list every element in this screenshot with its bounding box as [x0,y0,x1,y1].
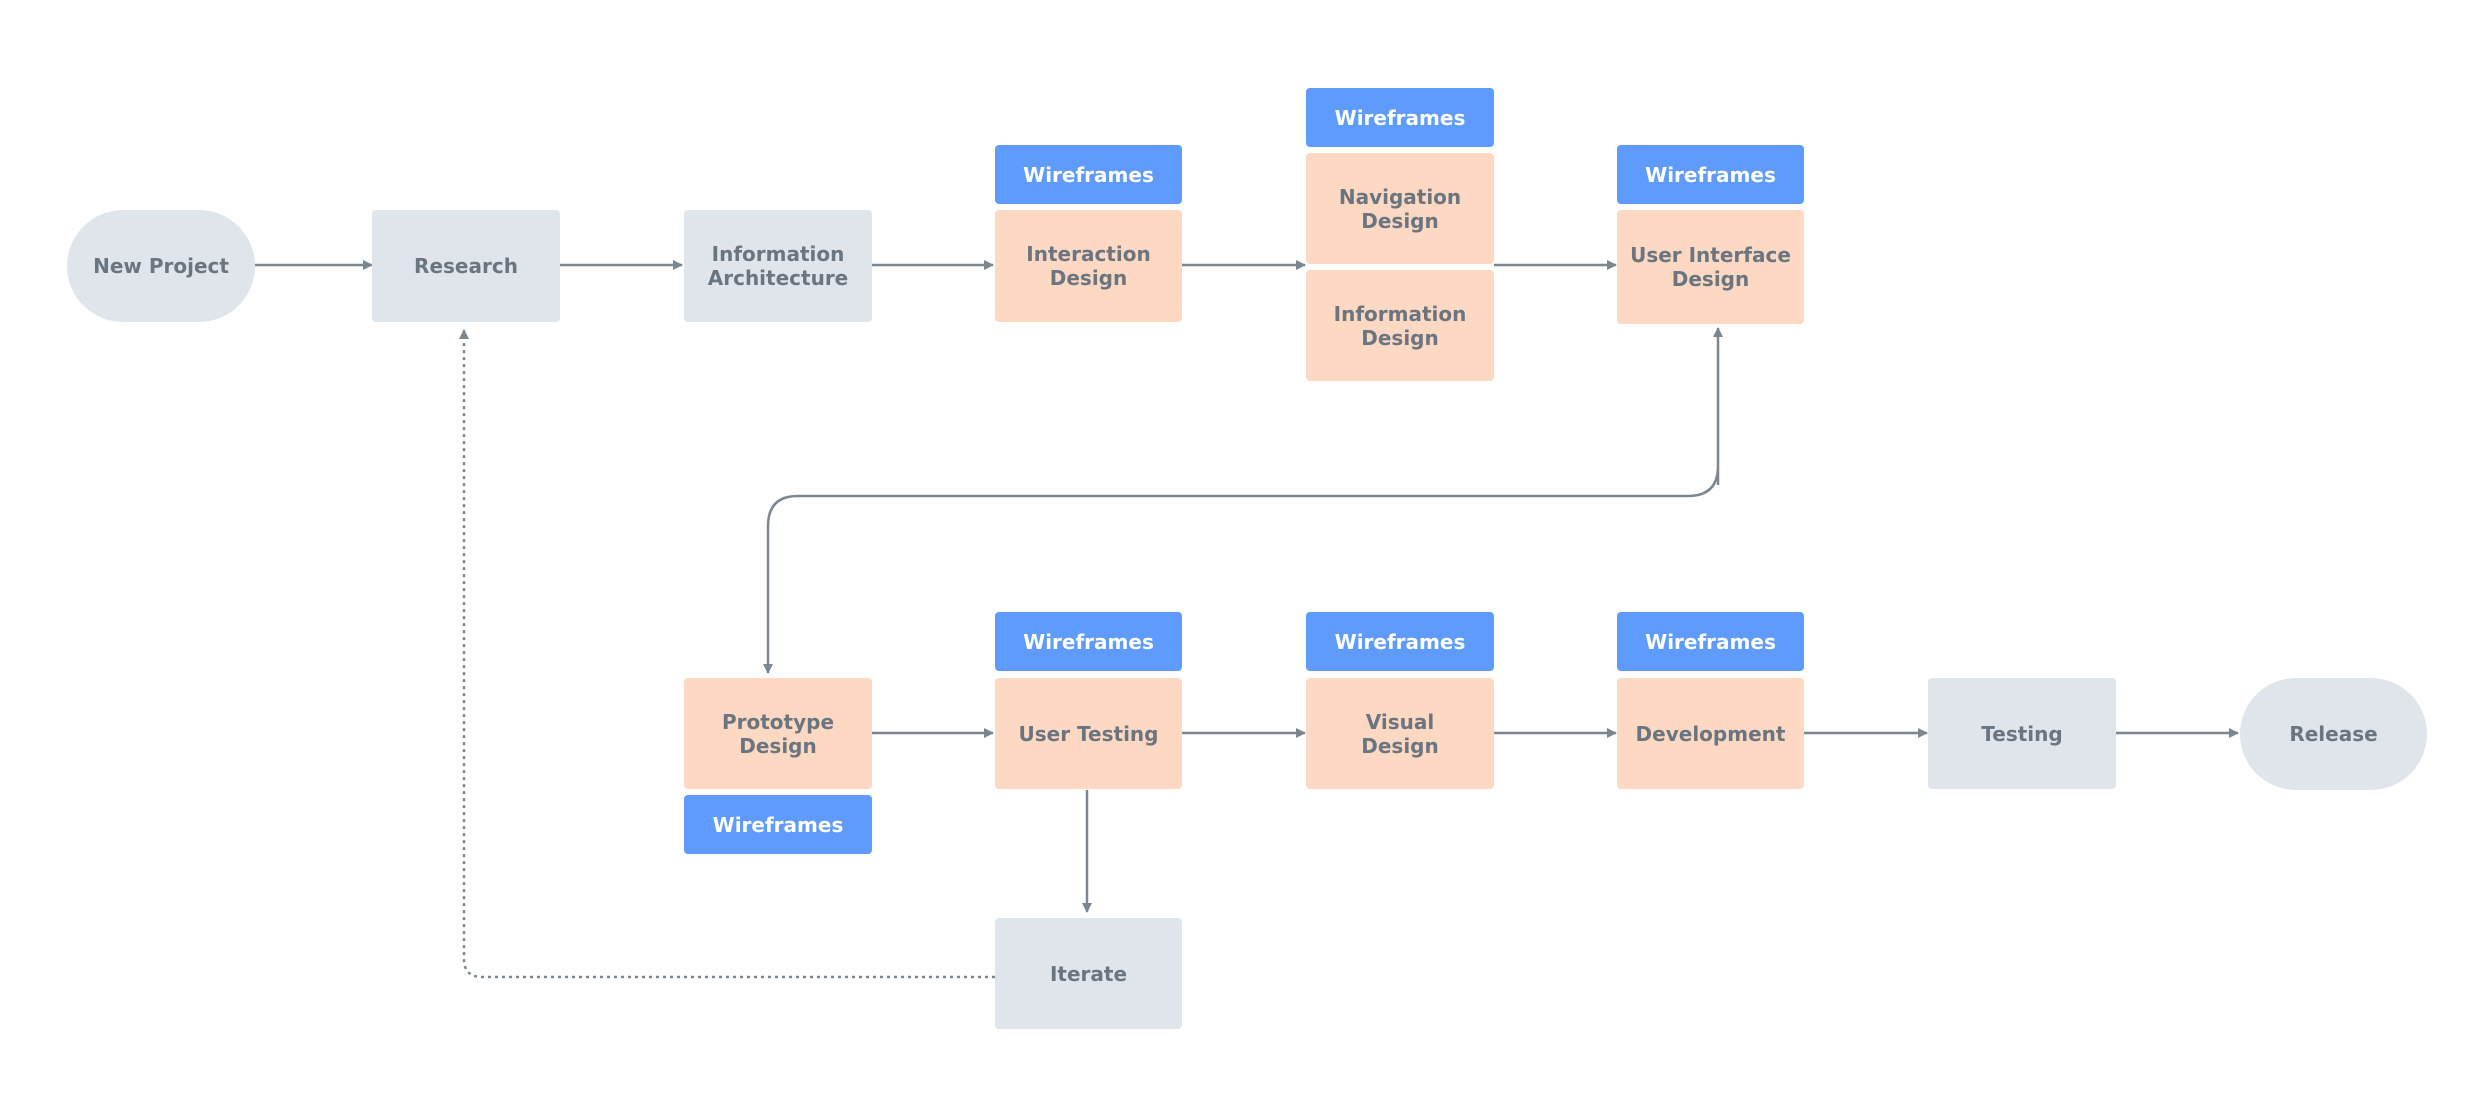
node-new-project: New Project [67,210,255,322]
wireframes-tag-prototype-design: Wireframes [684,795,872,854]
node-information-design: Information Design [1306,270,1494,381]
node-user-interface-design: User Interface Design [1617,210,1804,324]
wireframes-tag-user-interface-design: Wireframes [1617,145,1804,204]
wireframes-tag-visual-design: Wireframes [1306,612,1494,671]
node-development: Development [1617,678,1804,789]
arrow-iterate-to-research [459,329,995,979]
arrow-user-interface-design-to-prototype-design [763,465,1720,674]
node-information-architecture: Information Architecture [684,210,872,322]
wireframes-tag-user-testing: Wireframes [995,612,1182,671]
node-testing: Testing [1928,678,2116,789]
wireframes-tag-development: Wireframes [1617,612,1804,671]
node-user-testing: User Testing [995,678,1182,789]
wireframes-tag-navigation-design: Wireframes [1306,88,1494,147]
node-prototype-design: Prototype Design [684,678,872,789]
node-iterate: Iterate [995,918,1182,1029]
node-visual-design: Visual Design [1306,678,1494,789]
wireframes-tag-interaction-design: Wireframes [995,145,1182,204]
node-navigation-design: Navigation Design [1306,153,1494,264]
node-release: Release [2240,678,2427,790]
node-interaction-design: Interaction Design [995,210,1182,322]
node-research: Research [372,210,560,322]
